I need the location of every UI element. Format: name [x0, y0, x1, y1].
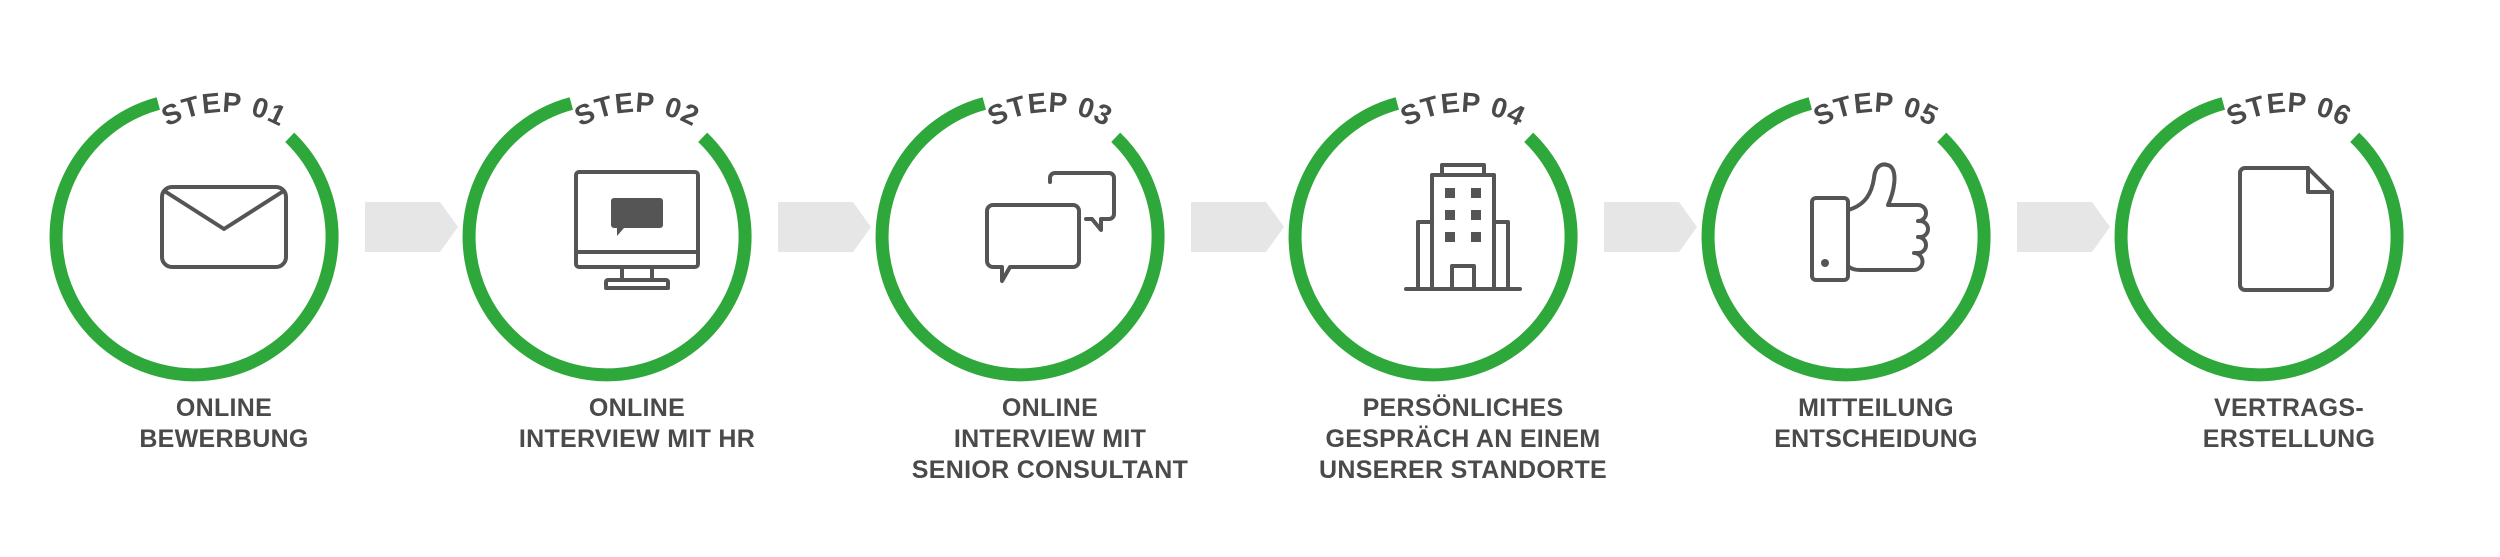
step-badge-6: STEP 06: [2222, 87, 2357, 132]
step-label-line: GESPRÄCH AN EINEM: [1325, 425, 1601, 453]
step-label-4: PERSÖNLICHES GESPRÄCH AN EINEM UNSERER S…: [1253, 393, 1673, 486]
step-badge-3: STEP 03: [983, 87, 1118, 132]
step-label-6: VERTRAGS- ERSTELLUNG: [2079, 393, 2499, 455]
step-label-line: ONLINE: [175, 394, 273, 422]
monitor-chat-icon: [574, 170, 700, 290]
step-label-line: ERSTELLUNG: [2202, 425, 2376, 453]
step-badge-1: STEP 01: [157, 87, 292, 132]
chat-bubbles-icon: [985, 171, 1116, 283]
envelope-icon: [160, 185, 288, 269]
step-label-3: ONLINE INTERVIEW MIT SENIOR CONSULTANT: [840, 393, 1260, 486]
connector-arrow-5: [2017, 202, 2110, 252]
step-label-line: PERSÖNLICHES: [1362, 394, 1564, 422]
step-label-line: MITTEILUNG: [1798, 394, 1954, 422]
step-label-line: SENIOR CONSULTANT: [911, 456, 1189, 484]
connector-arrow-3: [1191, 202, 1284, 252]
step-ring-5: [1701, 97, 1991, 382]
thumbs-up-icon: [1810, 162, 1930, 282]
step-ring-4: [1288, 97, 1578, 382]
step-label-line: UNSERER STANDORTE: [1319, 456, 1607, 484]
step-label-line: ONLINE: [1001, 394, 1099, 422]
step-badge-2: STEP 02: [570, 87, 705, 132]
step-label-line: VERTRAGS-: [2214, 394, 2364, 422]
rings: [49, 97, 2404, 382]
step-ring-6: [2114, 97, 2404, 382]
connector-arrow-4: [1604, 202, 1697, 252]
office-building-icon: [1404, 163, 1522, 291]
connector-arrow-2: [778, 202, 871, 252]
step-label-5: MITTEILUNG ENTSCHEIDUNG: [1666, 393, 2086, 455]
connectors: [365, 202, 2110, 252]
step-badge-4: STEP 04: [1396, 87, 1531, 132]
step-badge-5: STEP 05: [1809, 87, 1944, 132]
step-label-line: INTERVIEW MIT HR: [518, 425, 756, 453]
step-ring-3: [875, 97, 1165, 382]
step-ring-1: [49, 97, 339, 382]
document-icon: [2238, 166, 2334, 292]
step-label-2: ONLINE INTERVIEW MIT HR: [427, 393, 847, 455]
step-label-line: INTERVIEW MIT: [953, 425, 1147, 453]
step-label-1: ONLINE BEWERBUNG: [14, 393, 434, 455]
step-label-line: ENTSCHEIDUNG: [1774, 425, 1978, 453]
step-label-line: BEWERBUNG: [139, 425, 309, 453]
step-ring-2: [462, 97, 752, 382]
connector-arrow-1: [365, 202, 458, 252]
step-badges: STEP 01 STEP 02 STEP 03 STEP 04 STEP 05 STEP …: [157, 87, 2357, 132]
step-label-line: ONLINE: [588, 394, 686, 422]
